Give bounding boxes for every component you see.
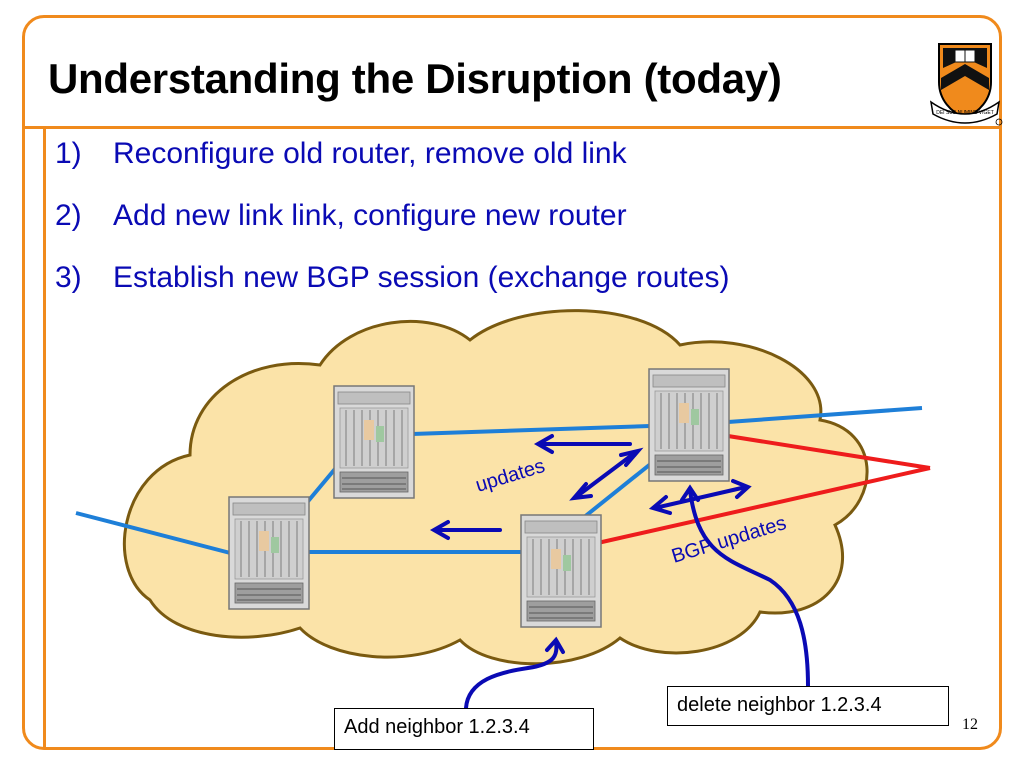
bullet-number: 1): [55, 137, 82, 170]
bullet-number: 2): [55, 199, 82, 232]
bullet-text: Reconfigure old router, remove old link: [113, 137, 627, 170]
router-icon: [333, 385, 415, 499]
bullet-text: Add new link link, configure new router: [113, 199, 627, 232]
link-line: [411, 424, 651, 436]
router-icon: [520, 514, 602, 628]
princeton-shield-logo: DEI SUB NUMINE VIGET: [929, 43, 1003, 126]
new-link-line: [727, 434, 931, 470]
bullet-number: 3): [55, 261, 82, 294]
new-link-line: [579, 466, 931, 549]
link-line: [727, 406, 923, 424]
add-neighbor-pointer: [464, 640, 559, 710]
router-icon: [228, 496, 310, 610]
page-number: 12: [962, 716, 978, 733]
update-arrow: [574, 450, 638, 499]
link-line: [75, 511, 239, 557]
add-neighbor-box: Add neighbor 1.2.3.4: [334, 708, 594, 750]
bullet-text: Establish new BGP session (exchange rout…: [113, 261, 730, 294]
title-divider: [24, 126, 1000, 129]
logo-motto: DEI SUB NUMINE VIGET: [936, 110, 994, 116]
router-icon: [648, 368, 730, 482]
left-divider: [43, 129, 46, 747]
delete-neighbor-box: delete neighbor 1.2.3.4: [667, 686, 949, 726]
slide-title: Understanding the Disruption (today): [48, 55, 782, 102]
bgp-update-arrow: [653, 485, 748, 510]
delete-neighbor-pointer: [688, 488, 810, 688]
